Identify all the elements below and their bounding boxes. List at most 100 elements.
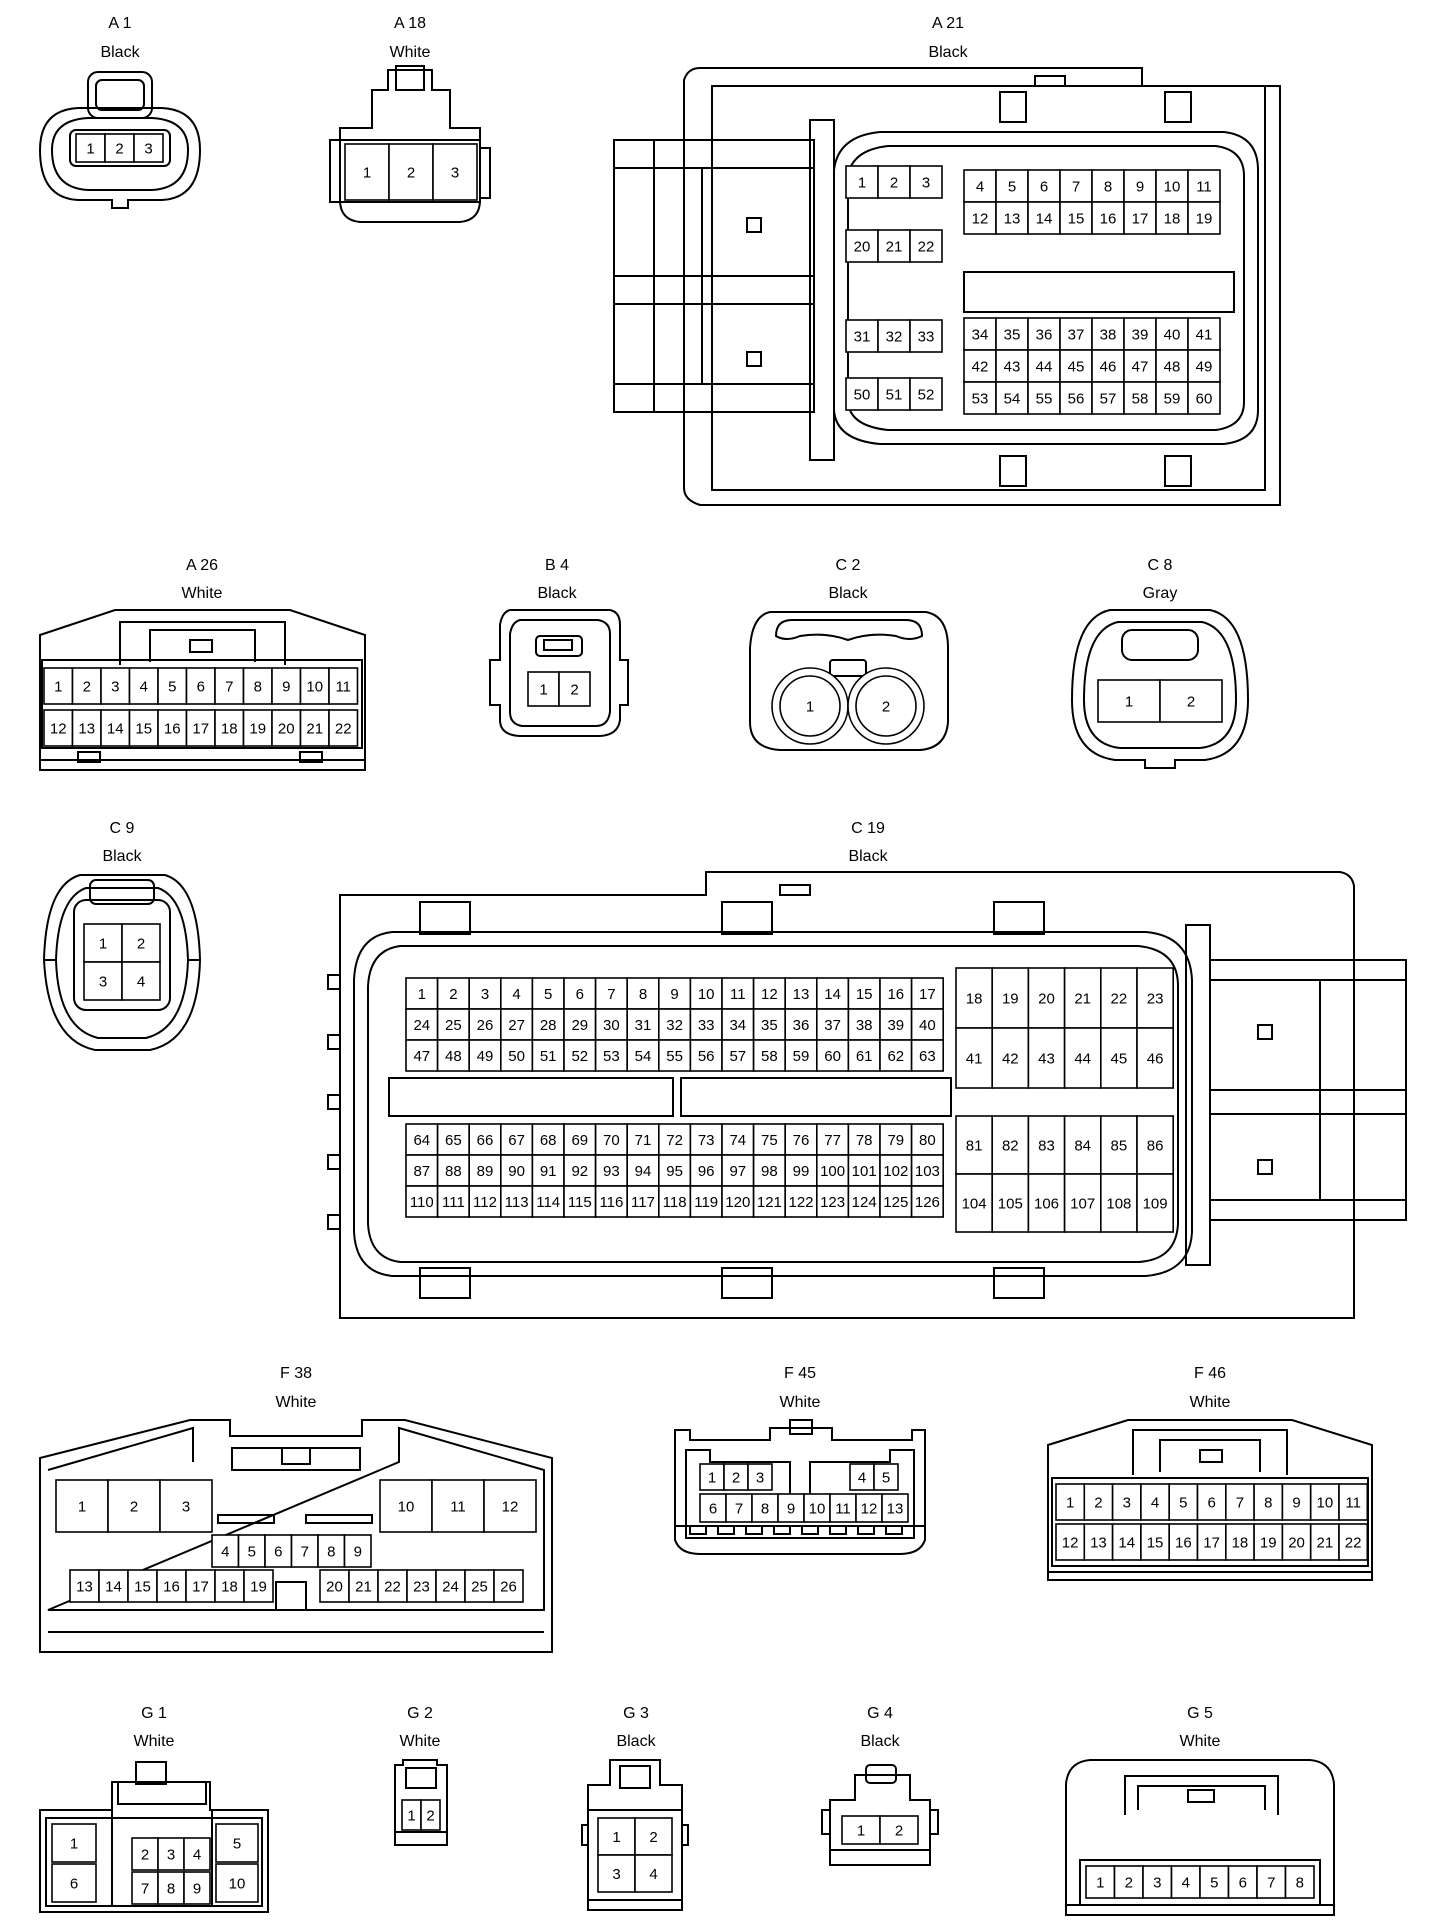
svg-text:3: 3 xyxy=(922,175,930,192)
svg-text:114: 114 xyxy=(536,1194,560,1211)
svg-text:52: 52 xyxy=(918,387,935,404)
svg-text:87: 87 xyxy=(413,1163,430,1180)
svg-text:119: 119 xyxy=(694,1194,718,1211)
pin-f38-3: 3 xyxy=(159,1479,213,1533)
connector-g4-code: G 4 xyxy=(867,1705,893,1722)
svg-text:62: 62 xyxy=(887,1048,904,1065)
svg-text:34: 34 xyxy=(729,1017,746,1034)
pin-c19-67: 67 xyxy=(499,1123,534,1156)
pin-a21-35: 35 xyxy=(995,317,1029,351)
svg-text:1: 1 xyxy=(539,682,547,699)
pin-c8-1: 1 xyxy=(1097,679,1161,723)
svg-text:104: 104 xyxy=(962,1196,987,1213)
svg-text:6: 6 xyxy=(1040,179,1048,196)
pin-g5-3: 3 xyxy=(1142,1865,1173,1899)
pin-c19-13: 13 xyxy=(784,977,818,1010)
svg-text:13: 13 xyxy=(78,721,95,738)
svg-text:95: 95 xyxy=(666,1163,683,1180)
pin-f46-2: 2 xyxy=(1083,1483,1114,1521)
pin-c19-65: 65 xyxy=(436,1123,471,1156)
svg-text:108: 108 xyxy=(1106,1196,1131,1213)
svg-text:25: 25 xyxy=(471,1579,488,1596)
svg-text:1: 1 xyxy=(1096,1875,1104,1892)
pin-g5-5: 5 xyxy=(1199,1865,1230,1899)
svg-text:35: 35 xyxy=(1004,327,1021,344)
pin-c19-126: 126 xyxy=(910,1185,944,1218)
pin-a26-18: 18 xyxy=(214,709,245,747)
svg-text:44: 44 xyxy=(1036,359,1053,376)
pin-a21-4: 4 xyxy=(963,169,997,203)
svg-text:21: 21 xyxy=(355,1579,372,1596)
c19-latches xyxy=(327,884,1045,1299)
svg-text:31: 31 xyxy=(854,329,871,346)
svg-text:118: 118 xyxy=(663,1194,687,1211)
pin-f45-8: 8 xyxy=(751,1493,779,1523)
pin-a21-5: 5 xyxy=(995,169,1029,203)
svg-text:18: 18 xyxy=(221,1579,238,1596)
pin-c19-117: 117 xyxy=(626,1185,660,1218)
pin-f46-3: 3 xyxy=(1111,1483,1142,1521)
pin-a21-17: 17 xyxy=(1123,201,1157,235)
svg-text:22: 22 xyxy=(1345,1535,1362,1552)
pin-f38-20: 20 xyxy=(319,1569,350,1603)
pin-f45-3: 3 xyxy=(747,1463,773,1491)
pin-c19-97: 97 xyxy=(721,1154,755,1187)
connector-c9-code: C 9 xyxy=(110,820,135,837)
svg-text:123: 123 xyxy=(820,1194,845,1211)
svg-text:8: 8 xyxy=(167,1881,175,1898)
svg-text:51: 51 xyxy=(540,1048,557,1065)
pin-f45-10: 10 xyxy=(803,1493,831,1523)
pin-f38-16: 16 xyxy=(156,1569,187,1603)
svg-text:9: 9 xyxy=(1292,1495,1300,1512)
svg-text:1: 1 xyxy=(78,1499,86,1516)
pin-a21-36: 36 xyxy=(1027,317,1061,351)
pin-a21-1: 1 xyxy=(845,165,879,199)
svg-text:101: 101 xyxy=(852,1163,877,1180)
svg-text:55: 55 xyxy=(1036,391,1053,408)
svg-text:63: 63 xyxy=(919,1048,936,1065)
pin-c2-1: 1 xyxy=(779,675,841,737)
pin-f46-5: 5 xyxy=(1168,1483,1199,1521)
pin-a1-3: 3 xyxy=(133,133,164,163)
pin-a21-55: 55 xyxy=(1027,381,1061,415)
svg-text:21: 21 xyxy=(1074,991,1091,1008)
svg-text:38: 38 xyxy=(1100,327,1117,344)
pin-c19-104: 104 xyxy=(955,1173,994,1233)
pin-a21-38: 38 xyxy=(1091,317,1125,351)
pin-a21-18: 18 xyxy=(1155,201,1189,235)
pin-a26-6: 6 xyxy=(185,667,216,705)
svg-text:14: 14 xyxy=(824,986,841,1003)
svg-text:2: 2 xyxy=(882,699,890,716)
pin-c19-36: 36 xyxy=(784,1008,818,1041)
pin-f38-18: 18 xyxy=(214,1569,245,1603)
pin-a26-12: 12 xyxy=(43,709,74,747)
svg-text:120: 120 xyxy=(725,1194,750,1211)
connector-a21-color: Black xyxy=(928,44,968,61)
pin-c19-42: 42 xyxy=(991,1027,1030,1089)
svg-text:8: 8 xyxy=(1104,179,1112,196)
svg-text:68: 68 xyxy=(540,1132,557,1149)
pin-c19-75: 75 xyxy=(752,1123,786,1156)
svg-text:57: 57 xyxy=(729,1048,746,1065)
connector-g2-code: G 2 xyxy=(407,1705,433,1722)
svg-text:2: 2 xyxy=(890,175,898,192)
svg-text:19: 19 xyxy=(1260,1535,1277,1552)
pin-f38-1: 1 xyxy=(55,1479,109,1533)
pin-c19-89: 89 xyxy=(468,1154,502,1187)
svg-text:21: 21 xyxy=(1317,1535,1334,1552)
svg-text:19: 19 xyxy=(1196,211,1213,228)
svg-text:17: 17 xyxy=(1203,1535,1220,1552)
pin-b4-2: 2 xyxy=(558,671,591,707)
connector-g2-color: White xyxy=(400,1733,441,1750)
svg-text:4: 4 xyxy=(1151,1495,1159,1512)
svg-text:6: 6 xyxy=(197,679,205,696)
svg-text:94: 94 xyxy=(635,1163,652,1180)
pin-c19-100: 100 xyxy=(815,1154,850,1187)
